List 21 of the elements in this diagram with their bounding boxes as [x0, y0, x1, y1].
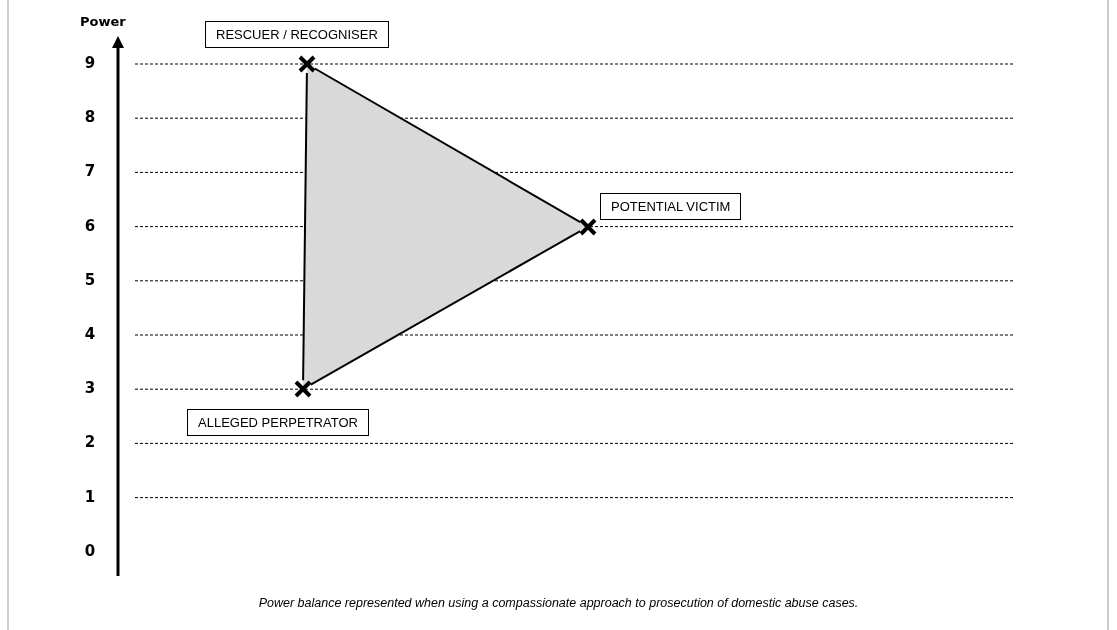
tick-label: 7 [83, 162, 97, 181]
axis-title: Power [80, 14, 126, 29]
tick-label: 5 [83, 270, 97, 289]
triangle-side [313, 67, 582, 224]
cross-marker [578, 216, 598, 237]
caption: Power balance represented when using a compassionate approach to prosecution of domestic abuse cases. [257, 596, 860, 610]
tick-label: 9 [83, 54, 97, 72]
triangle-side [302, 72, 308, 382]
tick-label: 3 [83, 379, 97, 398]
vertex-label: RESCUER / RECOGNISER [205, 21, 389, 48]
cross-marker [293, 379, 313, 400]
vertex-label: ALLEGED PERPETRATOR [187, 409, 369, 436]
tick-label: 6 [83, 216, 97, 235]
tick-label: 0 [83, 541, 97, 560]
tick-label: 4 [83, 325, 97, 343]
cross-marker [297, 54, 317, 74]
tick-label: 1 [83, 487, 97, 506]
vertex-label: POTENTIAL VICTIM [600, 193, 742, 220]
tick-label: 2 [83, 433, 97, 452]
triangle-side [309, 230, 582, 386]
tick-label: 8 [83, 108, 97, 127]
